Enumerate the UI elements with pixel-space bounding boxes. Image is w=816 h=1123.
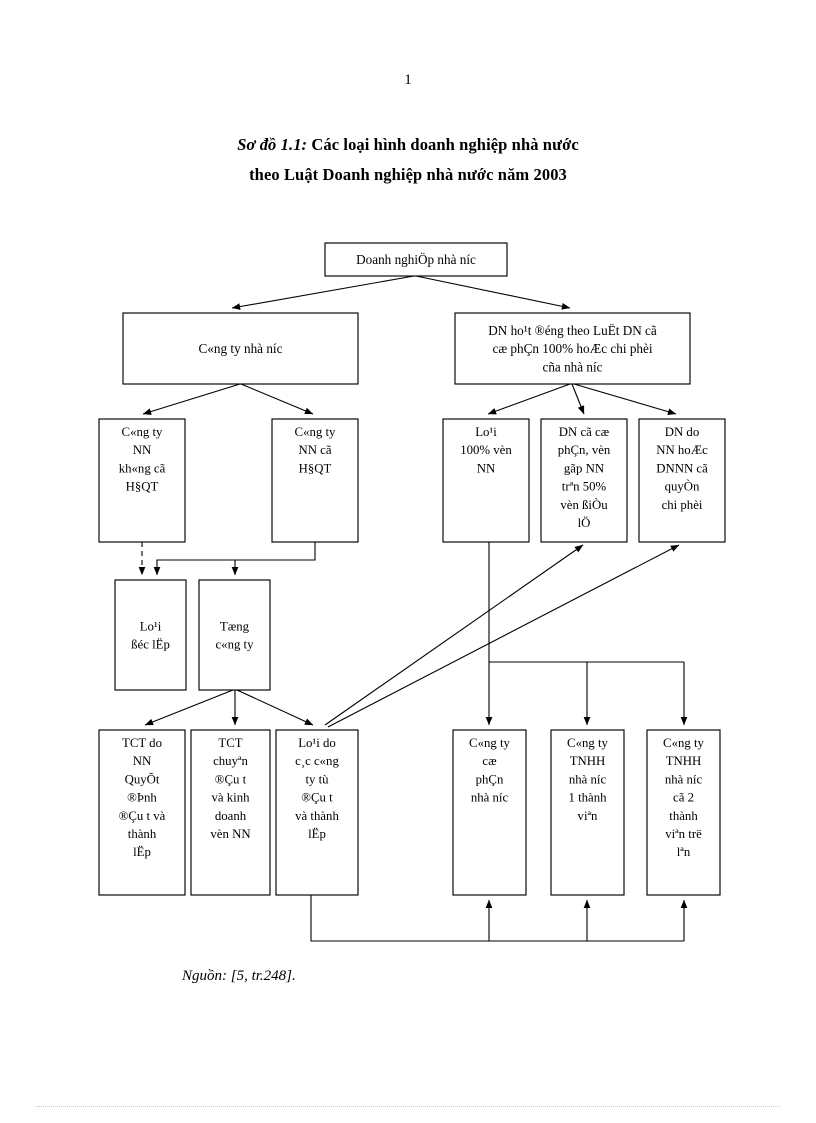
node-box bbox=[98, 418, 186, 543]
node-label: Doanh nghiÖp nhà níc bbox=[356, 252, 476, 267]
node-box bbox=[550, 729, 625, 896]
node-box bbox=[442, 418, 530, 543]
edge-tct-to-tct-do-nn bbox=[144, 689, 234, 726]
diagram-node-root: Doanh nghiÖp nhà níc bbox=[324, 242, 508, 277]
edge-loai-do-cac-cong-ty-to-dn-co-co-phan bbox=[324, 544, 584, 726]
node-label: C«ng ty nhà níc bbox=[199, 341, 283, 356]
node-box bbox=[275, 729, 359, 896]
diagram-edge-layer bbox=[138, 275, 688, 942]
node-box bbox=[452, 729, 527, 896]
edge-root-to-cong-ty-nha-nuoc bbox=[231, 275, 415, 310]
node-box bbox=[190, 729, 271, 896]
node-box bbox=[114, 579, 187, 691]
page-number: 1 bbox=[404, 72, 412, 88]
edge-tct-to-loai-do-cac-cong-ty bbox=[236, 689, 314, 726]
node-box bbox=[646, 729, 721, 896]
node-box bbox=[198, 579, 271, 691]
figure-title-line-1-rest: Các loại hình doanh nghiệp nhà nước bbox=[307, 135, 579, 154]
edge-ctnn-to-co-hdqt bbox=[240, 383, 314, 415]
figure-title-label: Sơ đồ 1.1: bbox=[237, 135, 308, 154]
node-box bbox=[324, 242, 508, 277]
node-box bbox=[638, 418, 726, 543]
edge-co-hdqt-to-loai-doc-lap bbox=[153, 542, 316, 576]
node-box bbox=[98, 729, 186, 896]
node-box bbox=[540, 418, 628, 543]
figure-title: Sơ đồ 1.1: Các loại hình doanh nghiệp nh… bbox=[0, 130, 816, 190]
edge-dnhd-to-dn-co-co-phan bbox=[571, 383, 585, 415]
edge-loai-do-cac-cong-ty-to-dn-do-nn bbox=[327, 544, 680, 728]
edge-ctnn-to-khong-co-hdqt bbox=[142, 383, 241, 415]
diagram-node-cong-ty-nha-nuoc: C«ng ty nhà níc bbox=[122, 312, 359, 385]
node-box bbox=[454, 312, 691, 385]
edge-root-to-dn-hoat-dong bbox=[415, 275, 571, 310]
edge-dnhd-to-loai-100 bbox=[487, 383, 571, 415]
node-box bbox=[122, 312, 359, 385]
page-bottom-rule bbox=[36, 1106, 780, 1107]
edge-bottom-bus bbox=[310, 895, 684, 942]
edge-dnhd-to-dn-do-nn bbox=[573, 383, 677, 415]
source-note: Nguồn: [5, tr.248]. bbox=[182, 968, 296, 984]
figure-title-line-1: Sơ đồ 1.1: Các loại hình doanh nghiệp nh… bbox=[0, 130, 816, 160]
node-box bbox=[271, 418, 359, 543]
figure-title-line-2: theo Luật Doanh nghiệp nhà nước năm 2003 bbox=[249, 165, 567, 184]
